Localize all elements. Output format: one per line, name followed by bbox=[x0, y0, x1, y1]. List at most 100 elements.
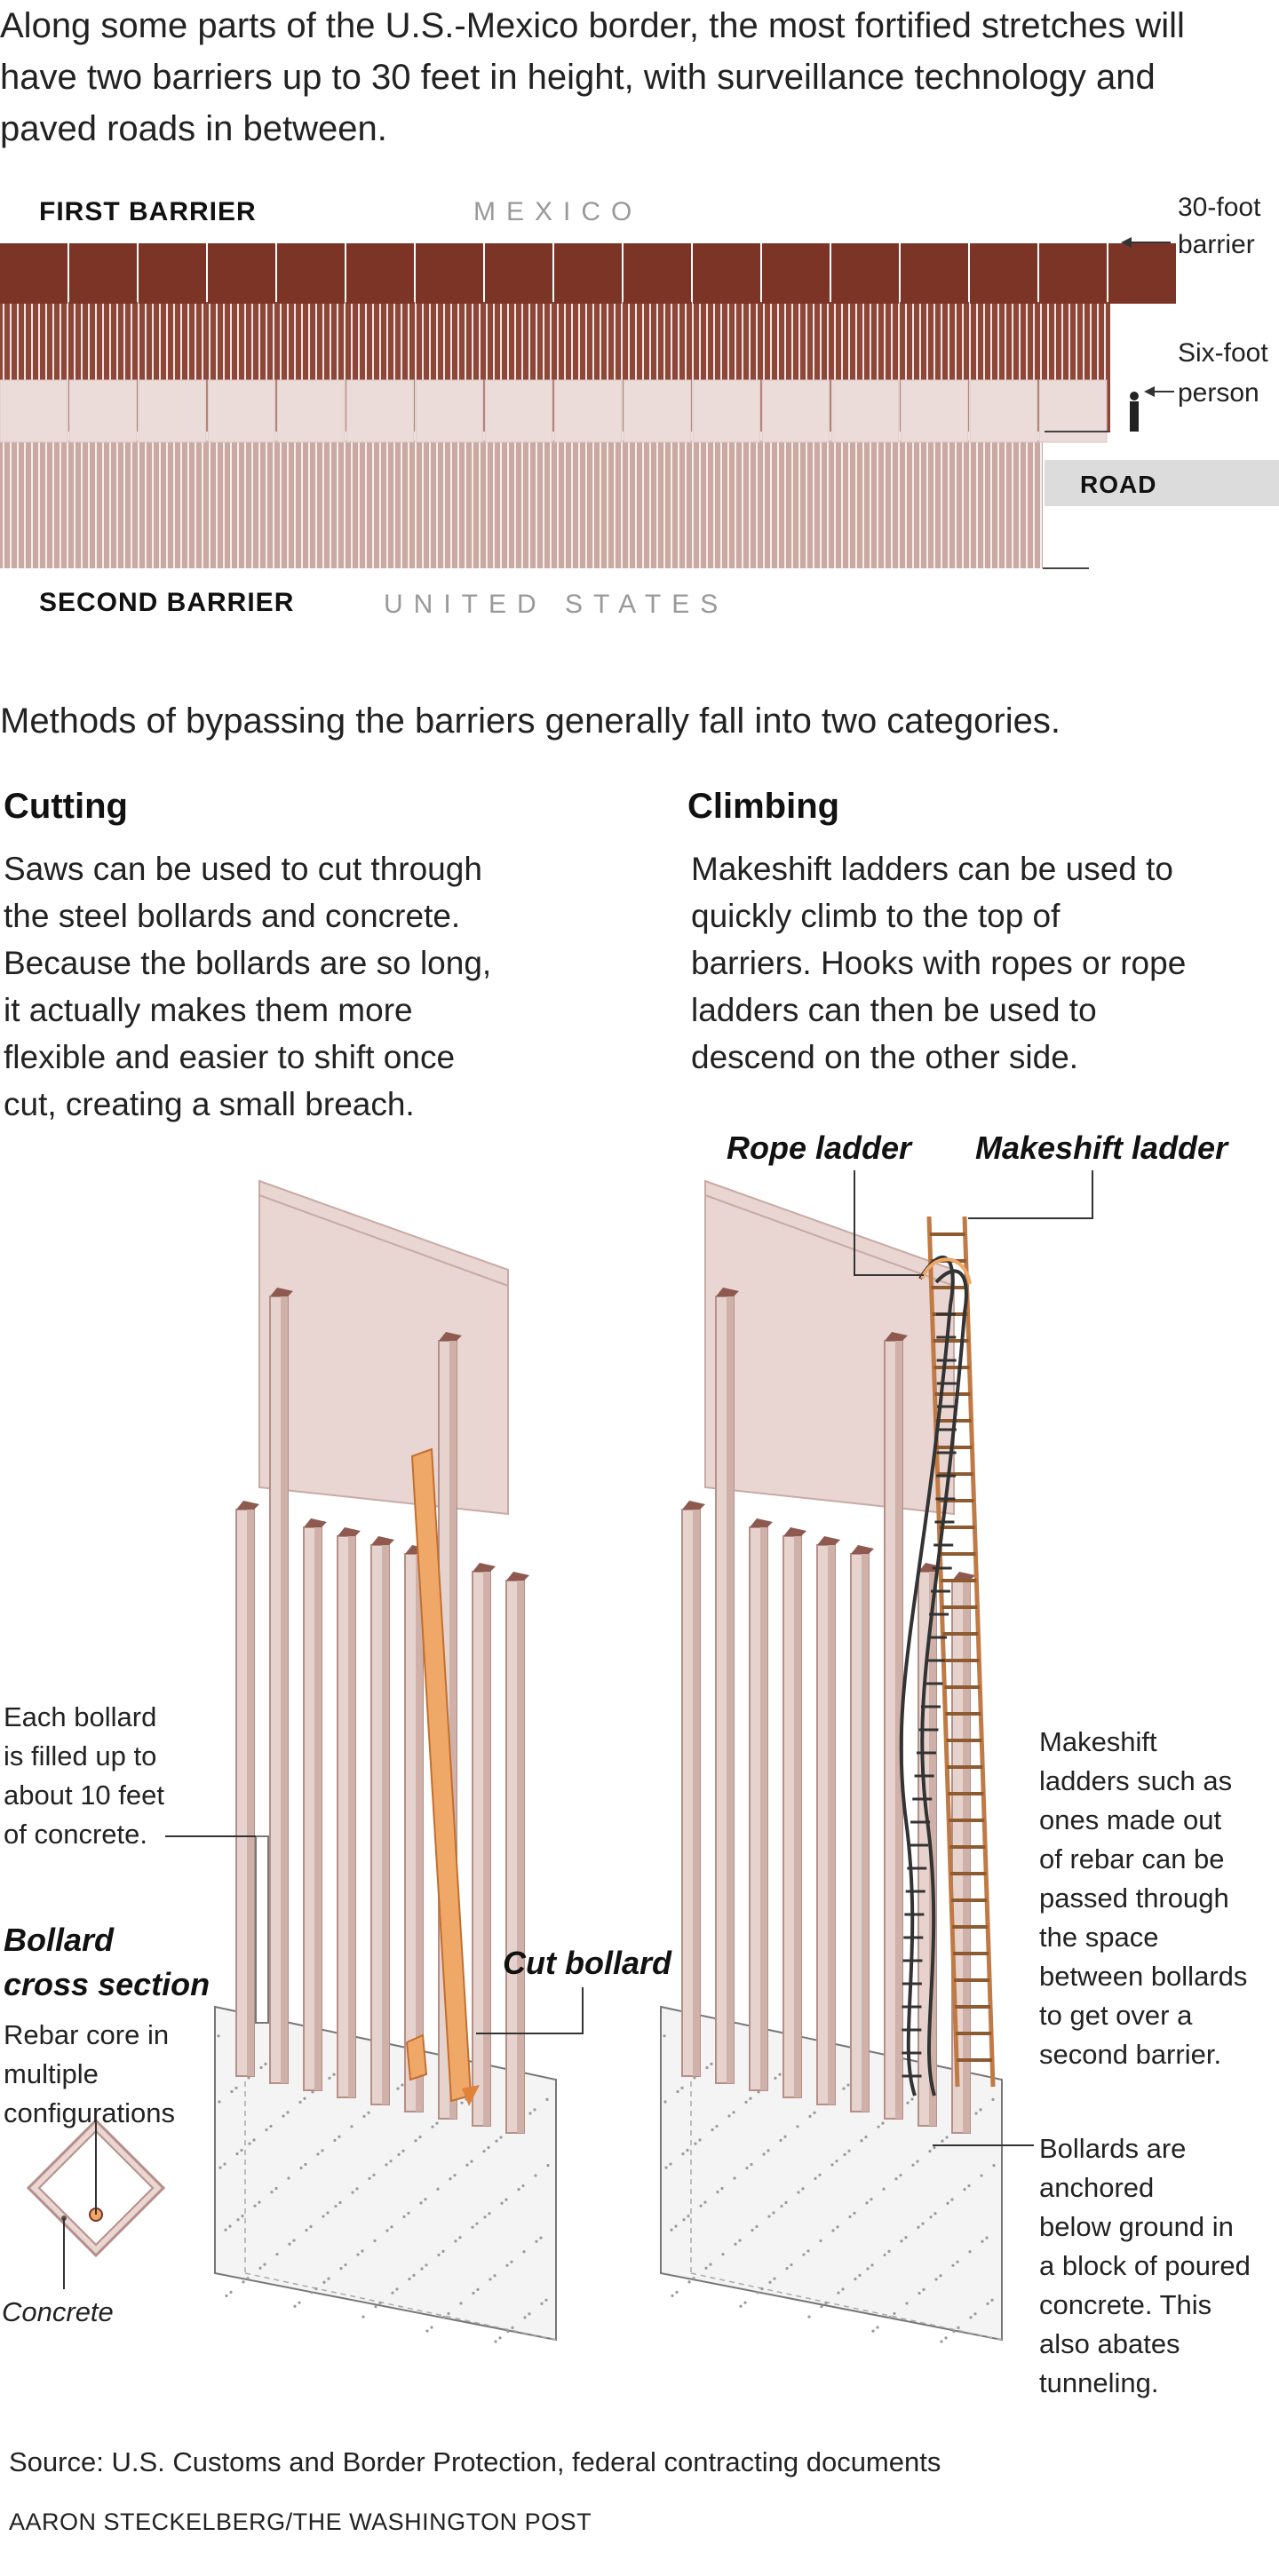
barrier-panel bbox=[900, 379, 969, 443]
rope-ladder-label: Rope ladder bbox=[727, 1129, 912, 1166]
bollard-cap bbox=[236, 1501, 259, 1510]
concrete-speck bbox=[493, 2274, 497, 2278]
concrete-speck bbox=[663, 2100, 667, 2104]
concrete-speck bbox=[847, 2149, 851, 2152]
concrete-speck bbox=[218, 2166, 222, 2169]
bollard-cap bbox=[506, 1572, 529, 1581]
concrete-speck bbox=[390, 2225, 393, 2229]
bollard-cap bbox=[952, 1572, 975, 1581]
concrete-speck bbox=[437, 2253, 441, 2257]
person-note-line-1: Six-foot bbox=[1178, 338, 1268, 368]
concrete-speck bbox=[544, 2298, 548, 2302]
concrete-speck bbox=[946, 2201, 949, 2205]
concrete-speck bbox=[881, 2121, 885, 2125]
concrete-speck bbox=[820, 2305, 823, 2309]
concrete-speck bbox=[968, 2250, 972, 2254]
climbing-title: Climbing bbox=[687, 787, 840, 826]
bollard-note-line: of concrete. bbox=[4, 1819, 147, 1850]
road-label: ROAD bbox=[1080, 471, 1157, 498]
bollard-cap bbox=[783, 1527, 806, 1536]
concrete-speck bbox=[882, 2187, 886, 2191]
concrete-speck bbox=[361, 2249, 364, 2253]
concrete-speck bbox=[790, 2263, 793, 2267]
concrete-speck bbox=[412, 2273, 416, 2277]
concrete-speck bbox=[767, 2215, 771, 2218]
bollard-cap bbox=[371, 1536, 394, 1545]
concrete-speck bbox=[511, 2326, 514, 2329]
concrete-speck bbox=[784, 2200, 788, 2205]
concrete-speck bbox=[941, 2139, 944, 2143]
bollard-shade bbox=[693, 1510, 700, 2076]
concrete-speck bbox=[241, 2215, 244, 2218]
concrete-speck bbox=[534, 2174, 537, 2177]
concrete-speck bbox=[385, 2229, 389, 2232]
concrete-speck bbox=[870, 2263, 874, 2267]
climbing-text-line: barriers. Hooks with ropes or rope bbox=[691, 945, 1187, 981]
hook-icon bbox=[920, 1257, 972, 1285]
concrete-speck bbox=[322, 2280, 326, 2284]
concrete-speck bbox=[950, 2198, 954, 2201]
concrete-speck bbox=[843, 2152, 846, 2156]
rebar-note-line: multiple bbox=[4, 2058, 99, 2089]
concrete-speck bbox=[705, 2065, 709, 2070]
concrete-speck bbox=[311, 2090, 314, 2094]
concrete-speck bbox=[709, 2263, 712, 2266]
concrete-speck bbox=[744, 2100, 748, 2104]
barrier-panel bbox=[346, 243, 414, 304]
cutting-text-line: Because the bollards are so long, bbox=[4, 945, 492, 981]
mexico-label: MEXICO bbox=[473, 197, 643, 226]
concrete-speck bbox=[963, 2188, 966, 2192]
concrete-speck bbox=[275, 2253, 279, 2256]
concrete-speck bbox=[408, 2277, 411, 2281]
concrete-speck bbox=[494, 2340, 497, 2343]
concrete-speck bbox=[928, 2150, 932, 2153]
concrete-speck bbox=[887, 2249, 891, 2253]
climbing-text: Makeshift ladders can be used to quickly… bbox=[691, 845, 1277, 1081]
concrete-speck bbox=[265, 2128, 268, 2132]
climbing-illustration bbox=[660, 1170, 1093, 2343]
concrete-speck bbox=[240, 2148, 243, 2152]
concrete-speck bbox=[470, 2160, 473, 2163]
concrete-speck bbox=[482, 2150, 486, 2153]
concrete-speck bbox=[806, 2249, 810, 2253]
concrete-speck bbox=[669, 2162, 672, 2166]
concrete-speck bbox=[818, 2173, 822, 2176]
barrier-panel bbox=[831, 243, 899, 304]
bollard-cap bbox=[750, 1518, 773, 1527]
bollard-shade bbox=[449, 1341, 457, 2119]
concrete-speck bbox=[944, 2336, 948, 2340]
concrete-speck bbox=[778, 2073, 782, 2076]
concrete-speck bbox=[528, 2312, 531, 2316]
concrete-speck bbox=[837, 2291, 840, 2295]
concrete-speck bbox=[762, 2152, 766, 2156]
cutting-text-line: it actually makes them more bbox=[4, 992, 413, 1028]
concrete-speck bbox=[842, 2087, 846, 2090]
concrete-speck bbox=[779, 2138, 782, 2142]
concrete-speck bbox=[338, 2200, 342, 2205]
concrete-speck bbox=[756, 2291, 759, 2295]
barrier-panel bbox=[207, 379, 276, 443]
concrete-speck bbox=[218, 2100, 221, 2104]
concrete-speck bbox=[258, 2200, 261, 2204]
barrier-note-line-2: barrier bbox=[1178, 230, 1255, 259]
concrete-speck bbox=[922, 2287, 925, 2291]
concrete-speck bbox=[814, 2176, 817, 2180]
concrete-speck bbox=[757, 2090, 760, 2094]
person-icon bbox=[1130, 392, 1139, 432]
concrete-speck bbox=[476, 2287, 480, 2291]
concrete-speck bbox=[487, 2145, 490, 2150]
concrete-speck bbox=[671, 2294, 674, 2298]
first-barrier-label: FIRST BARRIER bbox=[39, 197, 257, 226]
concrete-speck bbox=[373, 2239, 377, 2243]
concrete-speck bbox=[453, 2174, 457, 2177]
concrete-speck bbox=[356, 2253, 360, 2256]
cutting-text-line: the steel bollards and concrete. bbox=[4, 898, 461, 934]
concrete-speck bbox=[228, 2224, 232, 2228]
concrete-speck bbox=[424, 2198, 427, 2201]
concrete-speck bbox=[739, 2304, 743, 2308]
concrete-speck bbox=[246, 2277, 250, 2280]
climbing-text-line: descend on the other side. bbox=[691, 1039, 1079, 1075]
concrete-speck bbox=[535, 2239, 538, 2243]
concrete-speck bbox=[904, 2236, 908, 2239]
climbing-text-line: Makeshift ladders can be used to bbox=[691, 851, 1173, 887]
